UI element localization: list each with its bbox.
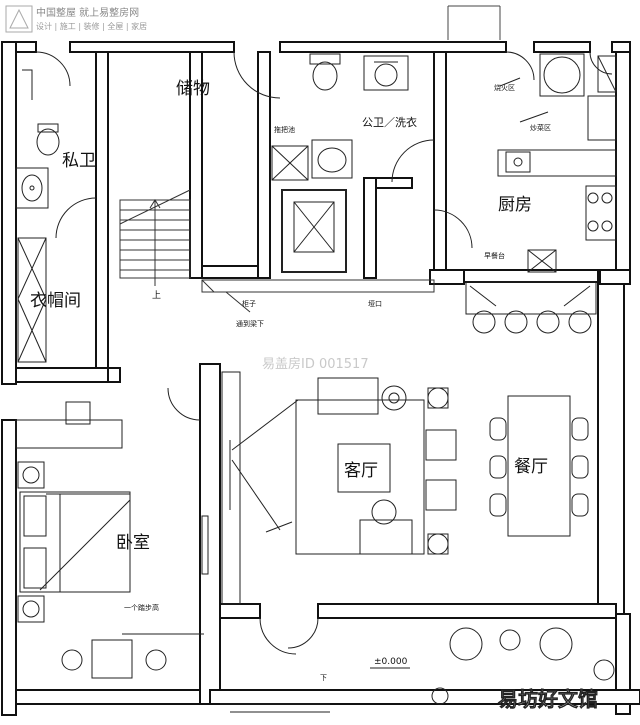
- door-swings: [35, 5, 613, 655]
- room-label-living: 客厅: [344, 461, 378, 481]
- room-label-cloakroom: 衣帽间: [30, 291, 81, 311]
- room-label-storage: 储物: [176, 79, 210, 99]
- tv-wall: [221, 371, 299, 605]
- porch-seating: [220, 627, 615, 713]
- living-furniture: [295, 377, 457, 555]
- room-label-dining: 餐厅: [514, 457, 548, 477]
- brand-logo: [5, 5, 33, 33]
- room-label-public-bath: 公卫／洗衣: [362, 115, 417, 129]
- bedroom-furniture: [15, 401, 209, 679]
- walls: [1, 41, 640, 716]
- stair-up-label: 上: [152, 290, 161, 301]
- private-bath-fixtures: [15, 69, 60, 209]
- room-label-private-bath: 私卫: [62, 151, 96, 171]
- watermark-id: 易盖房ID 001517: [262, 356, 369, 372]
- elevation-label: ±0.000: [374, 657, 408, 667]
- breakfast-bar-label: 早餐台: [484, 251, 505, 260]
- watermark-corner: 易坊好文馆: [498, 687, 598, 711]
- brand-line: 中国整屋 就上易整房网: [36, 6, 139, 19]
- fire-zone-label: 烧火区: [494, 83, 515, 92]
- cabinet-sub-label: 通到梁下: [236, 319, 264, 328]
- room-label-bedroom: 卧室: [116, 533, 150, 553]
- mop-sink-label: 拖把池: [274, 125, 295, 134]
- public-bath-fixtures: [271, 53, 409, 181]
- step-note-label: 一个踏步高: [124, 603, 159, 612]
- cabinet-label: 柜子: [242, 299, 256, 308]
- dining-set: [489, 395, 589, 537]
- cabinet-strip: [201, 279, 435, 313]
- elevator-shaft: [281, 189, 347, 273]
- room-label-kitchen: 厨房: [498, 195, 532, 215]
- staircase: [119, 189, 191, 286]
- entry-down-label: 下: [320, 674, 327, 682]
- brand-tags: 设计 | 施工 | 装修 | 全屋 | 家居: [36, 21, 147, 31]
- stir-fry-zone-label: 炒菜区: [530, 123, 551, 132]
- kitchen-fixtures: [497, 53, 617, 273]
- pass-opening-label: 垭口: [368, 300, 382, 308]
- breakfast-counter: [465, 281, 597, 334]
- cloakroom-wardrobe: [17, 237, 47, 363]
